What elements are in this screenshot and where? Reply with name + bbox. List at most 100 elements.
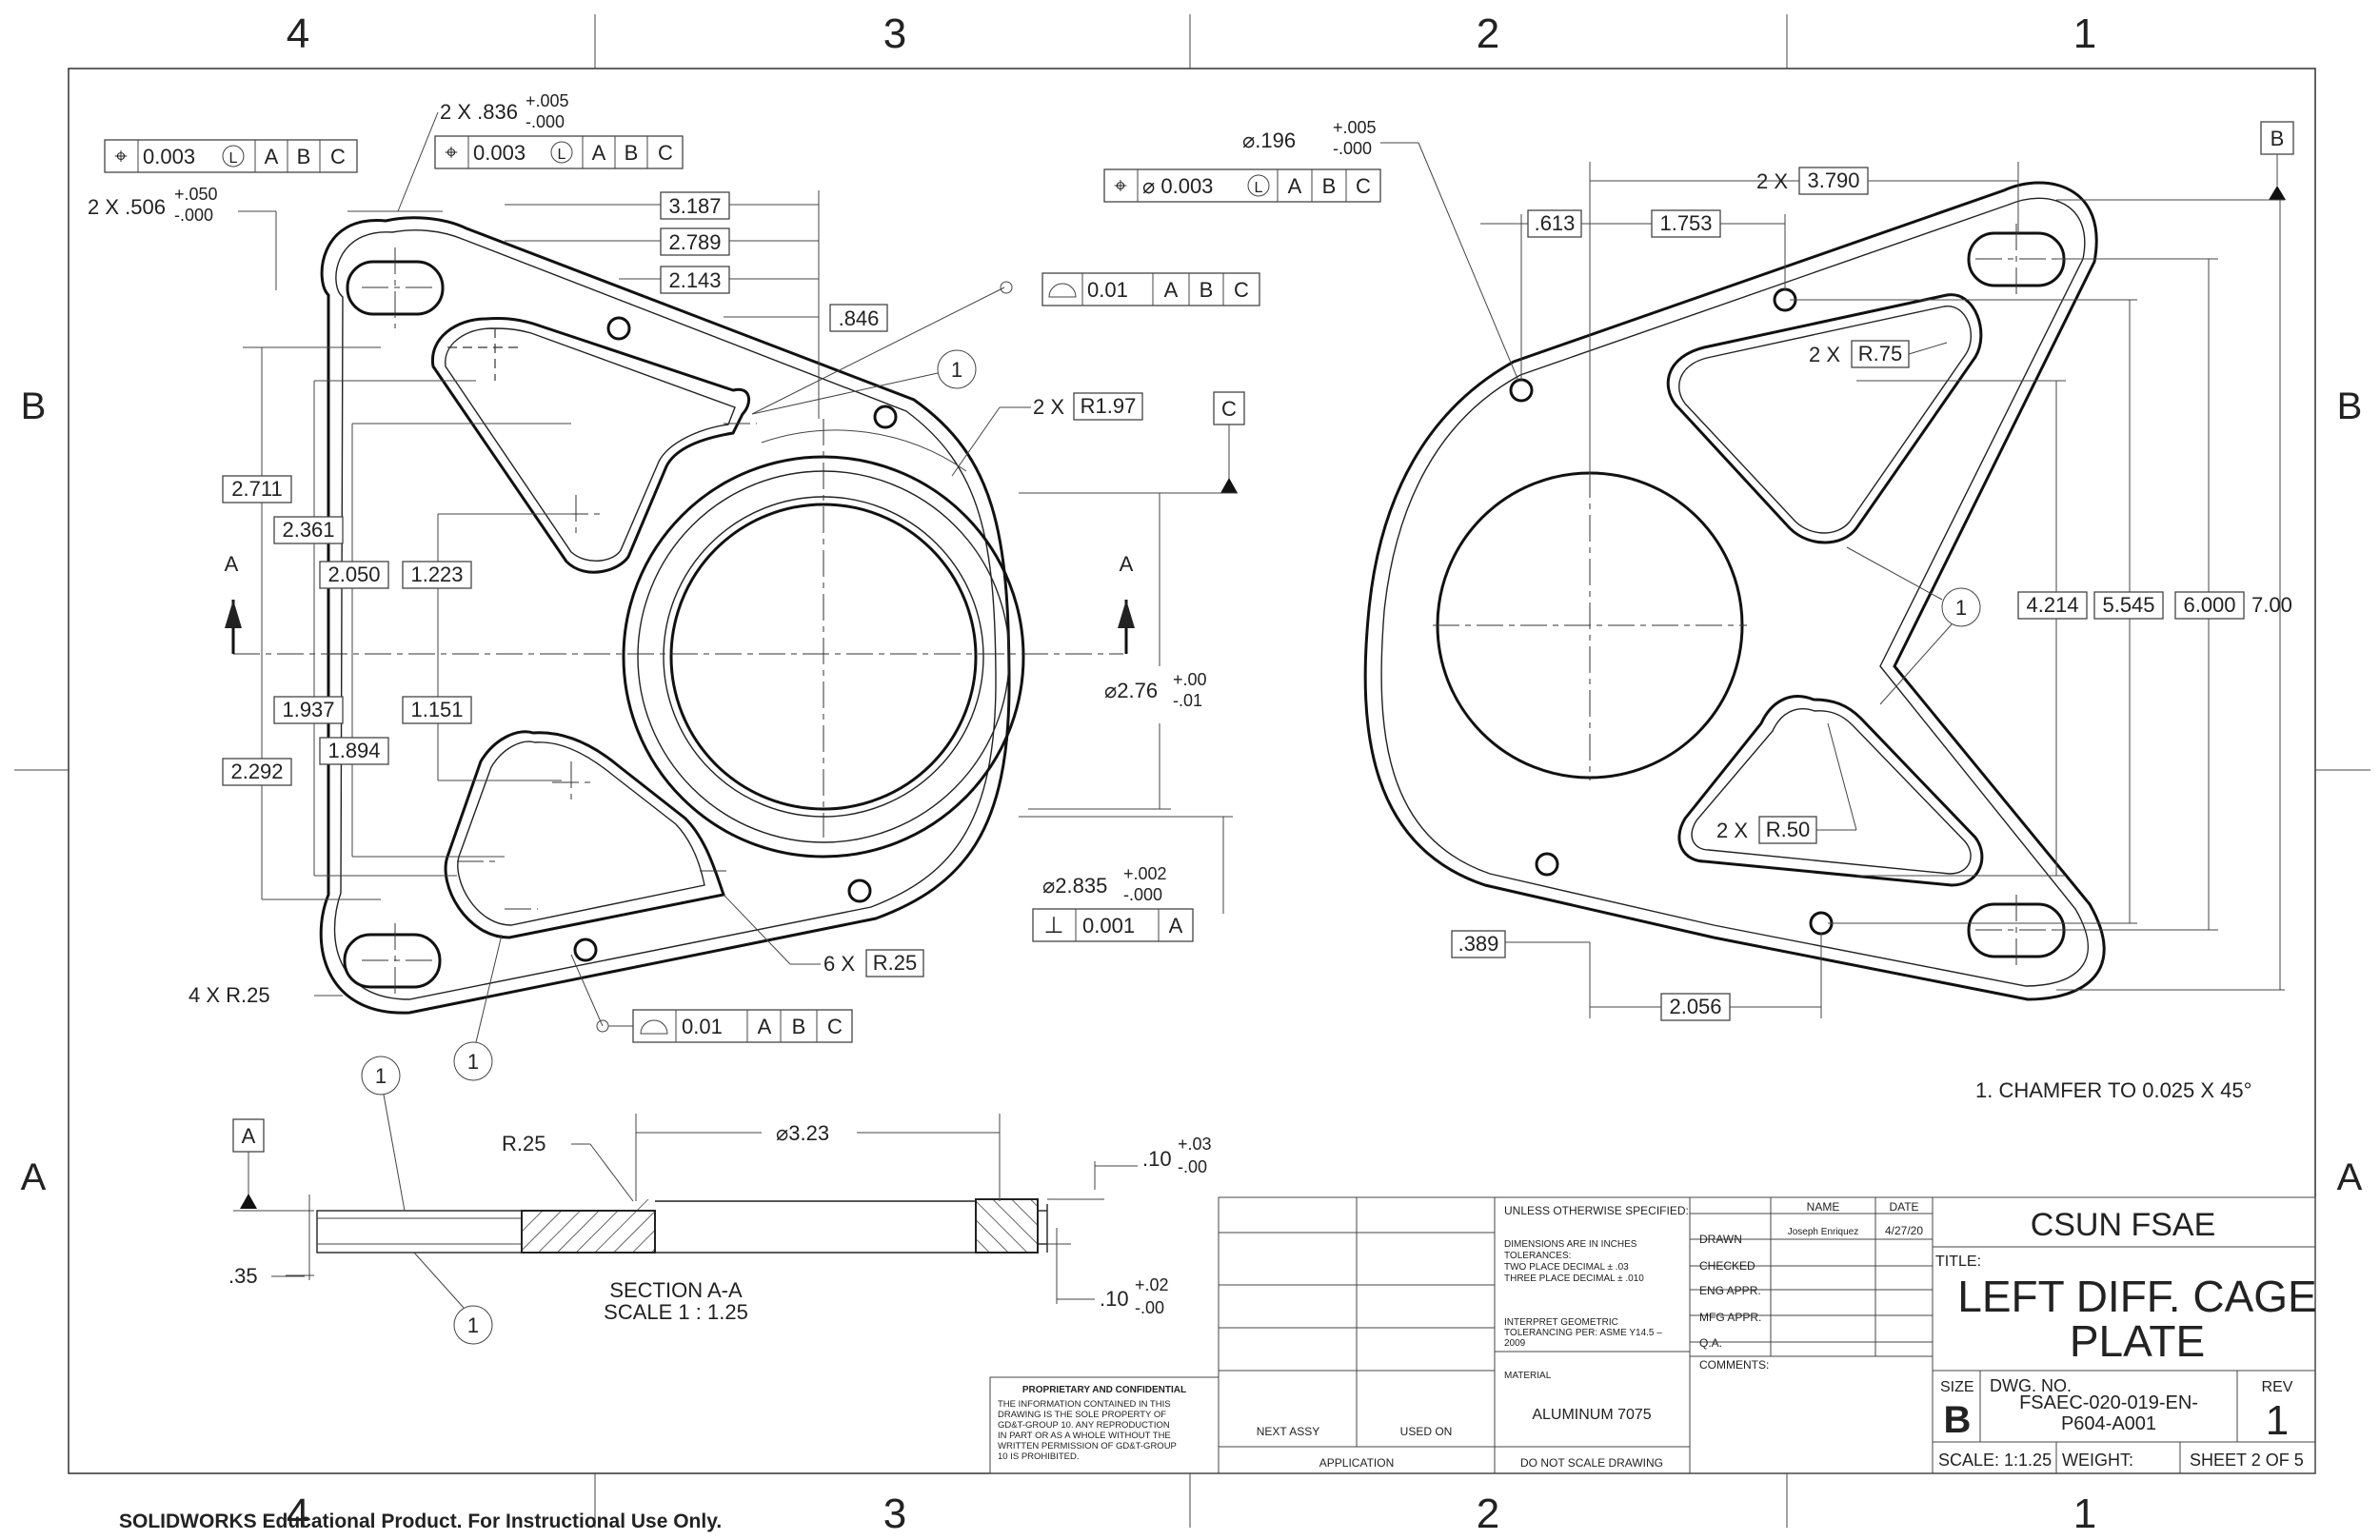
hole-3 — [847, 879, 872, 903]
hole-1 — [606, 316, 631, 341]
svg-text:USED ON: USED ON — [1400, 1425, 1453, 1438]
svg-text:4/27/20: 4/27/20 — [1885, 1224, 1923, 1237]
svg-text:C: C — [658, 141, 673, 165]
dim-box-2789 — [660, 227, 730, 256]
svg-text:+.005: +.005 — [1333, 118, 1377, 137]
fcf-profile-bottom: 0.01 A B C — [570, 954, 853, 1043]
svg-text:A: A — [758, 1015, 772, 1038]
right-fcf-hole: ⌖ ⌀ 0.003 L A B C — [1103, 168, 1381, 203]
svg-text:.10: .10 — [1100, 1287, 1129, 1311]
svg-text:6 X: 6 X — [823, 952, 855, 976]
zone-top-3: 3 — [883, 10, 906, 57]
svg-text:DO NOT SCALE DRAWING: DO NOT SCALE DRAWING — [1520, 1456, 1663, 1470]
svg-text:2009: 2009 — [1504, 1338, 1526, 1349]
svg-text:1: 1 — [375, 1064, 387, 1088]
svg-text:-.01: -.01 — [1173, 691, 1202, 710]
zone-top-1: 1 — [2073, 10, 2096, 57]
svg-text:+.00: +.00 — [1173, 670, 1207, 689]
svg-text:ENG APPR.: ENG APPR. — [1699, 1284, 1761, 1297]
svg-text:Joseph Enriquez: Joseph Enriquez — [1788, 1227, 1859, 1237]
svg-text:MATERIAL: MATERIAL — [1504, 1371, 1552, 1381]
svg-text:2.711: 2.711 — [231, 477, 282, 501]
svg-text:0.01: 0.01 — [1087, 278, 1128, 302]
svg-text:1.151: 1.151 — [410, 698, 463, 721]
front-view: A A — [225, 216, 1135, 1015]
right-note-callout: 1 — [1846, 546, 1981, 705]
fcf-hole-position: ⌖ 0.003 L A B C — [104, 139, 358, 173]
svg-text:.846: .846 — [839, 306, 880, 330]
svg-text:6.000: 6.000 — [2183, 593, 2235, 617]
fcf-slot-position: ⌖ 0.003 L A B C — [434, 135, 684, 169]
svg-text:2.361: 2.361 — [282, 518, 334, 542]
svg-text:⌀2.76: ⌀2.76 — [1104, 679, 1158, 702]
svg-text:C: C — [827, 1015, 843, 1038]
svg-text:B: B — [1322, 174, 1337, 198]
svg-text:R1.97: R1.97 — [1081, 394, 1137, 418]
drawing-title: LEFT DIFF. CAGE — [1957, 1272, 2316, 1321]
svg-text:C: C — [1356, 174, 1371, 198]
svg-text:-.000: -.000 — [1123, 885, 1162, 904]
dim-box-1753 — [1651, 209, 1721, 238]
fcf-perpendicularity: ⊥ 0.001 A — [1032, 908, 1194, 942]
svg-text:THE INFORMATION CONTAINED IN T: THE INFORMATION CONTAINED IN THIS — [998, 1399, 1171, 1410]
pilot-dia-dim: ⌀2.835 +.002 -.000 — [1019, 816, 1233, 914]
svg-text:⊥: ⊥ — [1044, 913, 1064, 938]
dim-box-3790 — [1798, 167, 1869, 195]
bore-dia-dim: ⌀2.76 +.00 -.01 — [1028, 492, 1207, 810]
svg-text:L: L — [229, 150, 238, 167]
slot-width-dim: 2 X .506 +.050 -.000 — [88, 185, 277, 290]
svg-text:.389: .389 — [1458, 932, 1499, 956]
right-hole-1 — [1509, 378, 1534, 403]
svg-text:B: B — [297, 145, 311, 168]
svg-text:.35: .35 — [228, 1264, 258, 1288]
svg-text:⌀2.835: ⌀2.835 — [1042, 874, 1107, 898]
svg-text:SCALE: 1:1.25: SCALE: 1:1.25 — [1938, 1451, 2052, 1470]
svg-text:A: A — [1288, 174, 1302, 198]
svg-text:TOLERANCING PER: ASME Y14.5 –: TOLERANCING PER: ASME Y14.5 – — [1504, 1328, 1662, 1338]
svg-text:B: B — [625, 141, 639, 165]
svg-text:.10: .10 — [1142, 1147, 1172, 1171]
chamfer-note: 1. CHAMFER TO 0.025 X 45° — [1975, 1078, 2251, 1102]
svg-text:TOLERANCES:: TOLERANCES: — [1504, 1251, 1571, 1261]
svg-text:10 IS PROHIBITED.: 10 IS PROHIBITED. — [998, 1451, 1080, 1462]
svg-text:C: C — [1234, 278, 1249, 302]
svg-text:2 X: 2 X — [1033, 395, 1064, 419]
svg-text:+.002: +.002 — [1123, 864, 1167, 883]
svg-text:R.75: R.75 — [1858, 342, 1902, 365]
svg-text:2 X: 2 X — [1809, 343, 1840, 366]
right-hole-dia: ⌀.196 +.005 -.000 — [1242, 118, 1519, 382]
zone-ticks — [14, 14, 2370, 1528]
svg-text:2 X: 2 X — [1756, 169, 1788, 193]
svg-text:DRAWN: DRAWN — [1699, 1233, 1742, 1246]
company-name: CSUN FSAE — [2031, 1207, 2216, 1243]
dim-box-846 — [829, 304, 888, 332]
svg-text:1.894: 1.894 — [327, 739, 380, 762]
svg-text:APPLICATION: APPLICATION — [1319, 1456, 1394, 1470]
svg-text:R.50: R.50 — [1766, 818, 1810, 841]
svg-text:WRITTEN PERMISSION OF GD&T-GRO: WRITTEN PERMISSION OF GD&T-GROUP — [998, 1441, 1177, 1451]
right-hole-3 — [1535, 852, 1559, 877]
svg-text:2 X .506: 2 X .506 — [88, 195, 166, 219]
svg-text:P604-A001: P604-A001 — [2061, 1413, 2156, 1434]
section-arrow-right: A — [1118, 552, 1135, 654]
zone-right-a: A — [2337, 1156, 2363, 1198]
svg-text:1: 1 — [951, 358, 962, 382]
svg-text:REV: REV — [2262, 1379, 2293, 1395]
right-lower-pocket — [1677, 695, 1984, 887]
dim-box-3187 — [660, 191, 730, 220]
radius-r197: 2 X R1.97 — [761, 392, 1143, 477]
svg-text:⌖: ⌖ — [114, 144, 128, 169]
svg-text:CHECKED: CHECKED — [1699, 1259, 1755, 1273]
svg-text:ALUMINUM 7075: ALUMINUM 7075 — [1532, 1407, 1651, 1423]
hole-4 — [573, 938, 598, 962]
slot-bottom — [343, 933, 442, 989]
svg-text:-.00: -.00 — [1178, 1157, 1207, 1176]
section-view: A .35 R.25 ⌀3.23 .10 +.03 -.00 .10 +.02 … — [228, 1056, 1212, 1345]
svg-text:4.214: 4.214 — [2026, 593, 2078, 617]
svg-text:2.056: 2.056 — [1669, 995, 1721, 1018]
svg-text:1.753: 1.753 — [1659, 211, 1712, 235]
zone-top-2: 2 — [1477, 10, 1499, 57]
svg-text:R.25: R.25 — [502, 1132, 545, 1155]
svg-text:L: L — [558, 147, 566, 163]
svg-text:INTERPRET GEOMETRIC: INTERPRET GEOMETRIC — [1504, 1317, 1618, 1328]
